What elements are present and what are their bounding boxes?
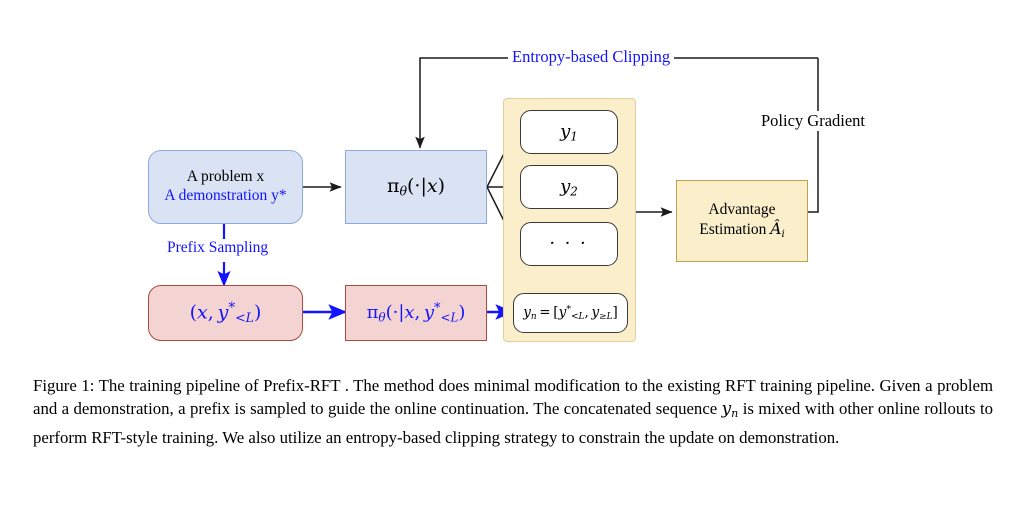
policy-box-formula: πθ(·|x)	[386, 175, 446, 199]
rollout-box-2-label: y2	[560, 175, 578, 198]
caption-text-after: is mixed with other online rollouts to p…	[33, 399, 993, 447]
label-policy-gradient: Policy Gradient	[757, 111, 870, 131]
rollout-box-1-label: y1	[560, 120, 578, 143]
caption-text-before: The training pipeline of Prefix-RFT . Th…	[33, 376, 994, 419]
advantage-box-line-1: Advantage	[708, 200, 776, 218]
prefix-box-formula: (x, y*<L)	[189, 300, 262, 326]
prefix-policy-box[interactable]: πθ(·|x, y*<L)	[345, 285, 487, 341]
label-prefix-sampling: Prefix Sampling	[163, 239, 273, 257]
arrow-entropy-clipping-loop	[415, 57, 818, 149]
advantage-estimation-box[interactable]: Advantage Estimation Âi	[676, 180, 808, 262]
prefix-box[interactable]: (x, y*<L)	[148, 285, 303, 341]
input-box-line-1: A problem x	[186, 168, 265, 186]
caption-label: Figure 1:	[33, 376, 95, 395]
rollout-box-1[interactable]: y1	[520, 110, 618, 154]
advantage-box-line-2-text: Estimation	[699, 220, 767, 238]
policy-box[interactable]: πθ(·|x)	[345, 150, 487, 224]
concat-sequence-label: yn = [y*<L, y≥L]	[523, 303, 618, 322]
rollout-box-2[interactable]: y2	[520, 165, 618, 209]
rollout-box-3[interactable]: · · ·	[520, 222, 618, 266]
input-box[interactable]: A problem x A demonstration y*	[148, 150, 303, 224]
prefix-policy-box-formula: πθ(·|x, y*<L)	[366, 301, 466, 325]
advantage-box-line-2: Estimation Âi	[699, 219, 785, 240]
concat-sequence-box[interactable]: yn = [y*<L, y≥L]	[513, 293, 628, 333]
line-policy-gradient	[808, 58, 819, 213]
diagram-connectors	[217, 57, 819, 320]
caption-math: yn	[721, 398, 739, 421]
input-box-line-2: A demonstration y*	[164, 187, 287, 204]
figure-caption: Figure 1: The training pipeline of Prefi…	[33, 374, 993, 449]
rollout-box-3-label: · · ·	[549, 233, 589, 255]
label-entropy-based-clipping: Entropy-based Clipping	[508, 47, 675, 67]
